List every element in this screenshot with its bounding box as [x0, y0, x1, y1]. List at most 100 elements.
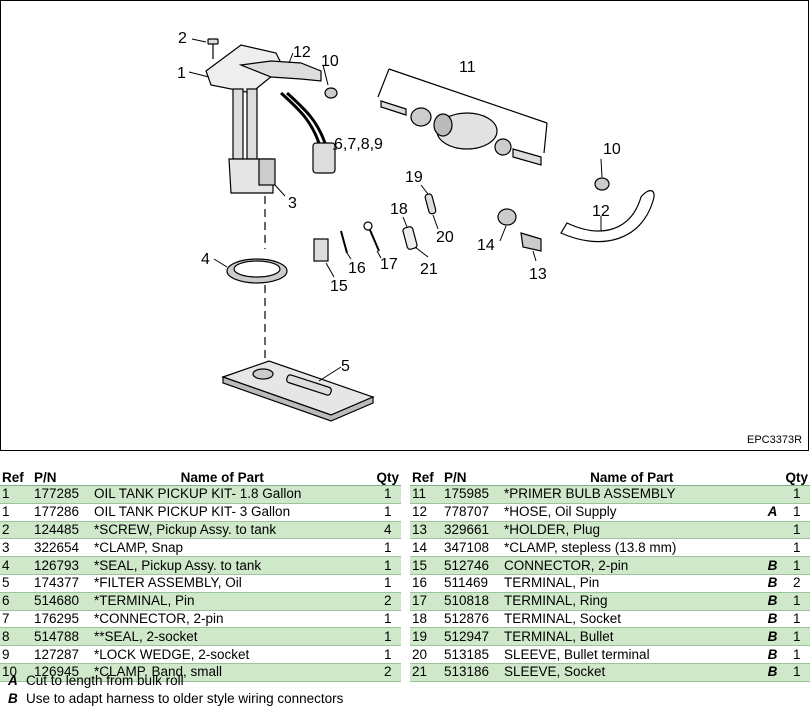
callout-3: 3 — [288, 195, 297, 212]
cell-name: *SEAL, Pickup Assy. to tank — [92, 556, 353, 575]
cell-qty: 4 — [374, 521, 401, 540]
part-terminal-ring — [363, 221, 380, 252]
cell-note — [761, 521, 784, 540]
footnote-text: Cut to length from bulk roll — [26, 673, 184, 688]
cell-note — [352, 538, 375, 558]
footnote-letter: B — [8, 691, 18, 706]
cell-ref: 4 — [0, 556, 32, 575]
cell-pn: 126945 — [32, 663, 92, 682]
col-header-pn: P/N — [442, 470, 502, 486]
cell-qty: 1 — [783, 485, 810, 504]
callout-1: 1 — [177, 65, 186, 82]
cell-qty: 1 — [783, 556, 810, 575]
cell-note — [352, 592, 375, 611]
col-header-note — [352, 470, 375, 486]
cell-qty: 1 — [374, 538, 401, 558]
cell-note — [352, 663, 375, 682]
cell-pn: 512876 — [442, 610, 502, 629]
cell-name: TERMINAL, Bullet — [502, 627, 762, 647]
cell-note: B — [761, 610, 784, 629]
part-terminal-bullet — [424, 193, 437, 215]
cell-ref: 11 — [410, 485, 442, 504]
diagram-code: EPC3373R — [747, 434, 802, 446]
cell-ref: 1 — [0, 485, 32, 504]
cell-pn: 778707 — [442, 503, 502, 522]
cell-ref: 1 — [0, 503, 32, 522]
col-header-name: Name of Part — [92, 470, 353, 486]
cell-ref: 6 — [0, 592, 32, 611]
cell-ref: 18 — [410, 610, 442, 629]
exploded-parts-diagram: 1 2 3 4 5 6,7,8,9 10 11 12 10 12 13 14 1… — [0, 0, 809, 451]
cell-name: *PRIMER BULB ASSEMBLY — [502, 485, 762, 504]
cell-pn: 512746 — [442, 556, 502, 575]
col-header-ref: Ref — [410, 470, 442, 486]
cell-name: **SEAL, 2-socket — [92, 627, 353, 647]
cell-qty: 1 — [374, 556, 401, 575]
footnote-letter: A — [8, 673, 18, 688]
cell-pn: 177285 — [32, 485, 92, 504]
part-terminal-pin — [340, 230, 348, 254]
cell-qty: 1 — [374, 503, 401, 522]
part-plug-holder — [520, 232, 542, 252]
cell-qty: 1 — [783, 521, 810, 540]
cell-name: *CONNECTOR, 2-pin — [92, 610, 353, 629]
callout-2: 2 — [178, 30, 187, 47]
callout-11: 11 — [459, 59, 476, 76]
cell-note — [352, 574, 375, 593]
cell-qty: 1 — [374, 485, 401, 504]
cell-note — [761, 538, 784, 558]
cell-name: CONNECTOR, 2-pin — [502, 556, 762, 575]
cell-name: TERMINAL, Pin — [502, 574, 762, 593]
part-clamp-band-2 — [594, 177, 610, 191]
part-screw — [207, 38, 219, 59]
cell-ref: 19 — [410, 627, 442, 647]
part-seal-ring — [226, 258, 288, 284]
footnote-a: A Cut to length from bulk roll — [8, 672, 343, 690]
cell-qty: 1 — [374, 610, 401, 629]
col-header-ref: Ref — [0, 470, 32, 486]
cell-note: B — [761, 556, 784, 575]
cell-note — [352, 627, 375, 647]
cell-qty: 1 — [374, 627, 401, 647]
cell-note: B — [761, 627, 784, 647]
footnote-text: Use to adapt harness to older style wiri… — [26, 691, 344, 706]
diagram-svg: 1 2 3 4 5 6,7,8,9 10 11 12 10 12 13 14 1… — [177, 30, 802, 446]
cell-name: OIL TANK PICKUP KIT- 1.8 Gallon — [92, 485, 353, 504]
cell-qty: 1 — [783, 663, 810, 682]
cell-pn: 175985 — [442, 485, 502, 504]
cell-name: *CLAMP, stepless (13.8 mm) — [502, 538, 762, 558]
part-oil-filter — [221, 360, 375, 422]
cell-ref: 8 — [0, 627, 32, 647]
cell-note — [352, 610, 375, 629]
cell-pn: 514788 — [32, 627, 92, 647]
cell-qty: 1 — [783, 538, 810, 558]
callout-21: 21 — [420, 261, 438, 278]
footnotes: A Cut to length from bulk roll B Use to ad… — [8, 672, 343, 708]
callout-13: 13 — [529, 266, 547, 283]
cell-ref: 20 — [410, 645, 442, 664]
cell-pn: 511469 — [442, 574, 502, 593]
callout-19: 19 — [405, 169, 423, 186]
cell-pn: 174377 — [32, 574, 92, 593]
table-header-row: Ref P/N Name of Part Qty — [410, 470, 810, 486]
cell-pn: 322654 — [32, 538, 92, 558]
cell-qty: 2 — [374, 663, 401, 682]
callout-15: 15 — [330, 278, 348, 295]
cell-qty: 2 — [783, 574, 810, 593]
cell-name: TERMINAL, Ring — [502, 592, 762, 611]
cell-ref: 7 — [0, 610, 32, 629]
